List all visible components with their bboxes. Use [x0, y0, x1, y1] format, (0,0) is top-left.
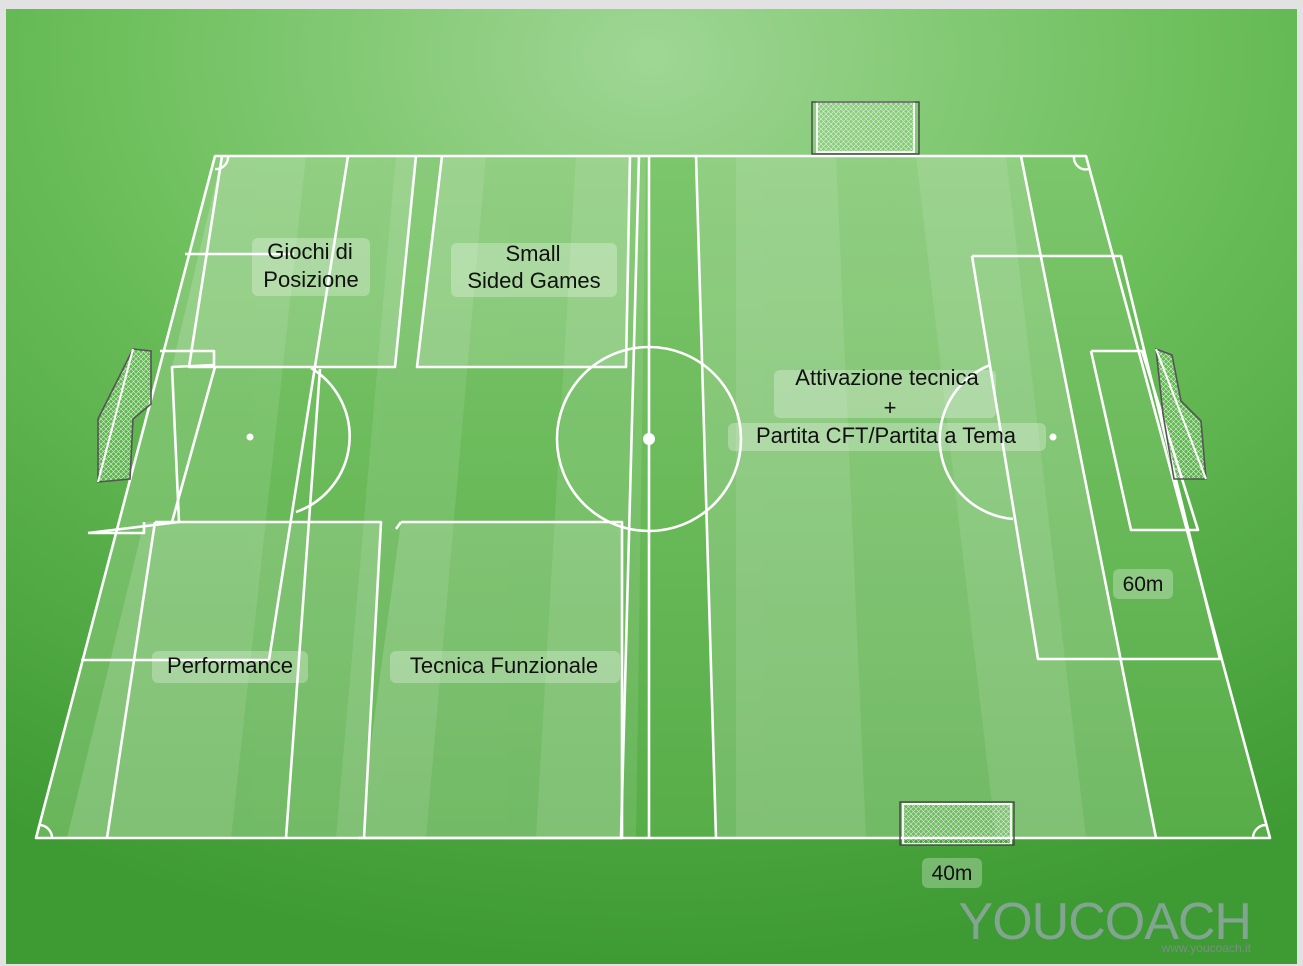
zone-label-positional-games-line2: Posizione	[263, 267, 358, 292]
zone-label-performance: Performance	[167, 653, 293, 678]
zone-label-activation-line2: +	[884, 395, 897, 420]
zone-label-functional-technique: Tecnica Funzionale	[410, 653, 598, 678]
zone-label-activation-line1: Attivazione tecnica	[795, 365, 979, 390]
dimension-width-label: 40m	[932, 862, 973, 885]
youcoach-logo: YOUCOACH www.youcoach.it	[959, 893, 1252, 955]
zone-label-small-sided-line1: Small	[505, 241, 560, 266]
dimension-length-label: 60m	[1123, 573, 1164, 596]
goal-top	[812, 102, 919, 154]
zone-label-small-sided-line2: Sided Games	[467, 268, 600, 293]
pitch-diagram: Giochi di Posizione Small Sided Games At…	[6, 9, 1297, 964]
logo-url: www.youcoach.it	[1161, 941, 1252, 955]
zone-label-activation-line3: Partita CFT/Partita a Tema	[756, 423, 1017, 448]
zone-label-positional-games-line1: Giochi di	[267, 239, 353, 264]
goal-bottom	[900, 802, 1014, 845]
